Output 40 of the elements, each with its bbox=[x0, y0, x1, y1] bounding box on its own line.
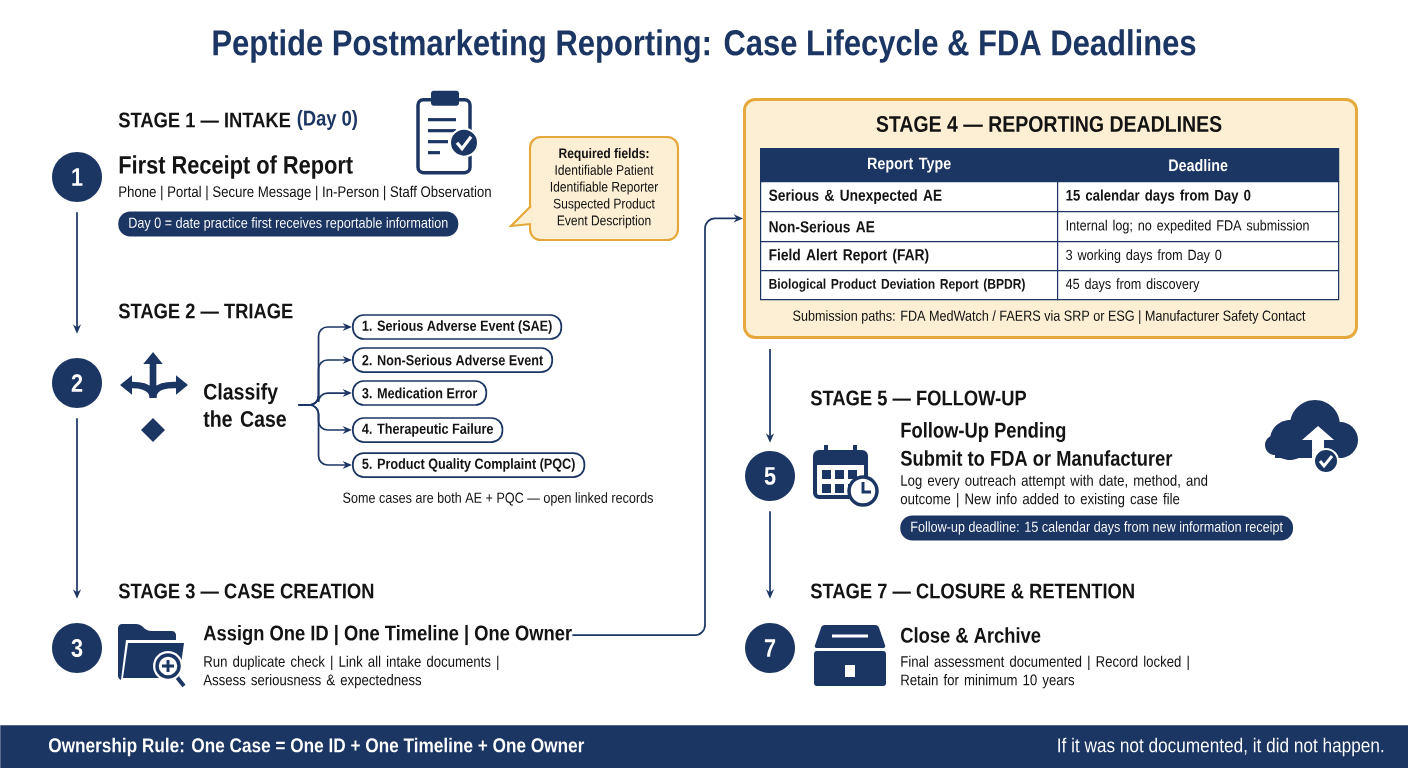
step-text: Run duplicate check | Link all intake documents | Assess seriousness & expectedness bbox=[203, 655, 499, 689]
category-pill: 2. Non-Serious Adverse Event bbox=[352, 347, 554, 373]
footer-band bbox=[0, 725, 1408, 768]
stage-heading: STAGE 3 — CASE CREATION bbox=[118, 583, 374, 599]
heading-suffix: (Day 0) bbox=[297, 110, 357, 130]
stage-heading: STAGE 1 — INTAKE bbox=[118, 112, 291, 128]
highlight-pill: Day 0 = date practice first receives reportable information bbox=[118, 211, 459, 237]
speech-bubble: Required fields: Identifiable Patient Identifiable Reporter Suspected Product Event Description bbox=[508, 135, 680, 242]
step-title: Follow-Up Pending bbox=[901, 422, 1066, 442]
category-pill: 4. Therapeutic Failure bbox=[352, 417, 504, 443]
footer-text: If it was not documented, it did not happen. bbox=[1058, 737, 1384, 757]
step-title: Close & Archive bbox=[901, 627, 1041, 643]
note-text: Submission paths: FDA MedWatch / FAERS via SRP or ESG | Manufacturer Safety Contact bbox=[793, 310, 1306, 324]
note-text: Some cases are both AE + PQC — open linked records bbox=[343, 492, 653, 506]
classify-label: Classify the Case bbox=[203, 383, 286, 427]
title: Peptide Postmarketing Reporting: Case Lifecycle & FDA Deadlines bbox=[213, 29, 1196, 63]
stage-heading: STAGE 7 — CLOSURE & RETENTION bbox=[810, 583, 1134, 599]
table-cell: 45 days from discovery bbox=[1057, 270, 1340, 301]
table-cell: Non-Serious AE bbox=[760, 211, 1059, 243]
category-pill: 3. Medication Error bbox=[352, 380, 488, 406]
step-text: Final assessment documented | Record locked | Retain for minimum 10 years bbox=[901, 655, 1189, 689]
step-title: Assign One ID | One Timeline | One Owner bbox=[203, 624, 572, 646]
panel-heading: STAGE 4 — REPORTING DEADLINES bbox=[876, 116, 1222, 133]
category-pill: 5. Product Quality Complaint (PQC) bbox=[352, 452, 586, 478]
step-title: First Receipt of Report bbox=[119, 155, 353, 179]
table-cell: Serious & Unexpected AE bbox=[760, 181, 1059, 213]
footer-text: Ownership Rule: One Case = One ID + One Timeline + One Owner bbox=[49, 737, 585, 757]
step-title: Submit to FDA or Manufacturer bbox=[900, 450, 1173, 466]
stage-heading: STAGE 5 — FOLLOW-UP bbox=[810, 390, 1027, 406]
table-cell: Internal log; no expedited FDA submission bbox=[1057, 211, 1340, 243]
table-header-cell: Deadline bbox=[1057, 148, 1340, 183]
table-cell: 3 working days from Day 0 bbox=[1057, 241, 1340, 272]
highlight-pill: Follow-up deadline: 15 calendar days from new information receipt bbox=[900, 515, 1294, 541]
table-cell: Biological Product Deviation Report (BPDR) bbox=[760, 270, 1059, 301]
table-cell: Field Alert Report (FAR) bbox=[760, 241, 1059, 272]
stage-heading: STAGE 2 — TRIAGE bbox=[118, 303, 293, 319]
table-header-cell: Report Type bbox=[760, 148, 1059, 183]
step-text: Phone | Portal | Secure Message | In-Person | Staff Observation bbox=[119, 185, 491, 201]
table-cell: 15 calendar days from Day 0 bbox=[1057, 181, 1340, 213]
category-pill: 1. Serious Adverse Event (SAE) bbox=[352, 314, 563, 340]
